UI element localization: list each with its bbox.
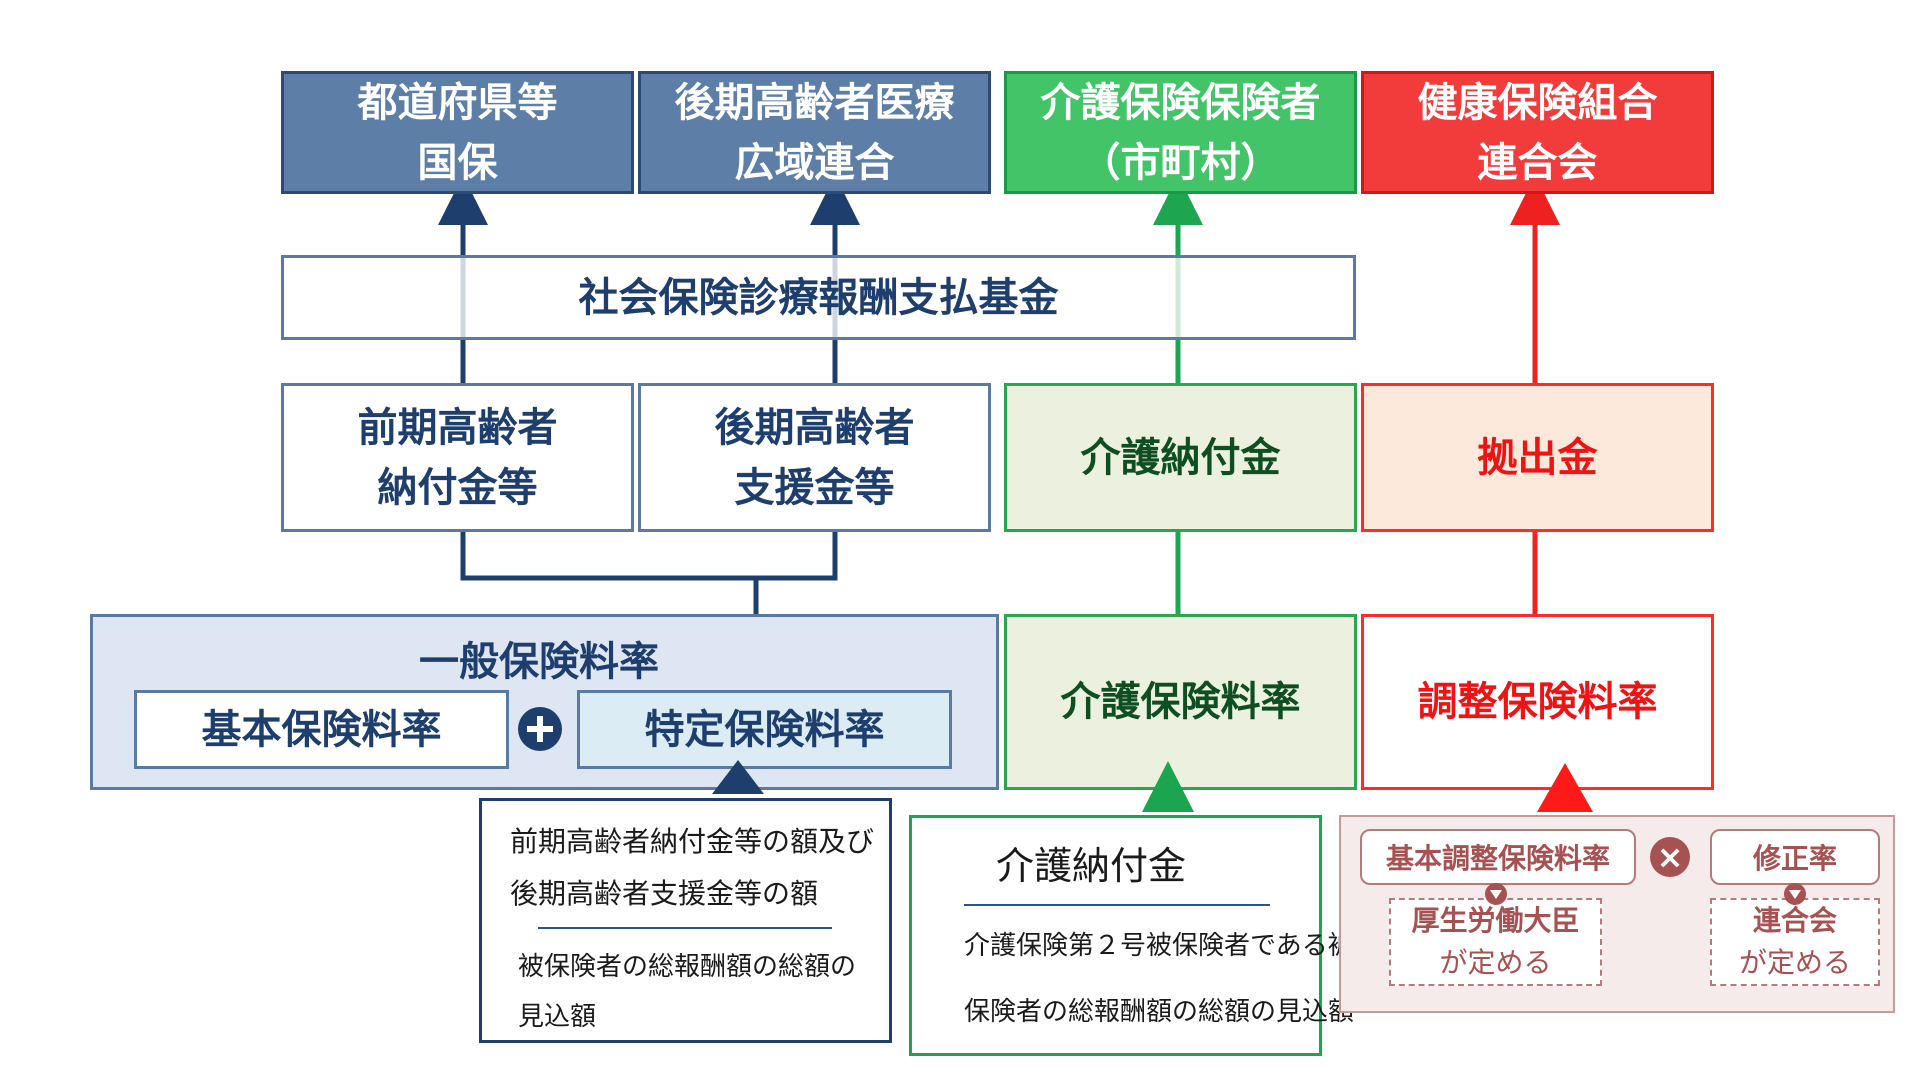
down-arrow-icon bbox=[1784, 883, 1806, 905]
denominator-line: 見込額 bbox=[518, 1002, 597, 1032]
down-arrow-icon bbox=[1485, 883, 1507, 905]
base-adjusted-rate: 基本調整保険料率 bbox=[1360, 829, 1636, 885]
label-line: 都道府県等 bbox=[357, 79, 558, 126]
fund-label: 社会保険診療報酬支払基金 bbox=[578, 274, 1059, 321]
label-line: 介護保険保険者 bbox=[1040, 79, 1321, 126]
box-early-elderly-payment: 前期高齢者 納付金等 bbox=[281, 383, 634, 532]
denominator-line: 保険者の総報酬額の総額の見込額 bbox=[964, 997, 1355, 1027]
general-rate-label: 一般保険料率 bbox=[419, 639, 659, 685]
numerator-line: 前期高齢者納付金等の額及び bbox=[510, 825, 875, 858]
box-payment-fund: 社会保険診療報酬支払基金 bbox=[281, 255, 1356, 340]
box-late-elderly-support: 後期高齢者 支援金等 bbox=[638, 383, 991, 532]
formula-adjusted-rate: 基本調整保険料率 × 修正率 厚生労働大臣 が定める 連合会 が定める bbox=[1339, 815, 1895, 1013]
box-adjusted-rate: 調整保険料率 bbox=[1361, 614, 1714, 790]
box-health-federation: 健康保険組合 連合会 bbox=[1361, 71, 1714, 194]
times-circle-icon: × bbox=[1650, 837, 1690, 877]
base-adjusted-rate-label: 基本調整保険料率 bbox=[1385, 842, 1610, 875]
box-pref-nhi: 都道府県等 国保 bbox=[281, 71, 634, 194]
label-line: 後期高齢者医療 bbox=[674, 79, 955, 126]
base-rate-setter: 厚生労働大臣 が定める bbox=[1389, 898, 1602, 986]
label-line: 広域連合 bbox=[734, 139, 895, 186]
fraction-line bbox=[964, 904, 1270, 906]
box-specific-rate: 特定保険料率 bbox=[577, 690, 952, 769]
adjusted-rate-label: 調整保険料率 bbox=[1417, 679, 1658, 725]
denominator-line: 介護保険第２号被保険者である被 bbox=[964, 931, 1354, 961]
label-line: 納付金等 bbox=[377, 464, 538, 511]
label-line: （市町村） bbox=[1080, 139, 1281, 186]
correction-rate-setter: 連合会 が定める bbox=[1710, 898, 1880, 986]
basic-rate-label: 基本保険料率 bbox=[201, 706, 442, 753]
formula-specific-rate: 前期高齢者納付金等の額及び 後期高齢者支援金等の額 被保険者の総報酬額の総額の … bbox=[479, 798, 892, 1043]
formula-care-rate: 介護納付金 介護保険第２号被保険者である被 保険者の総報酬額の総額の見込額 bbox=[909, 815, 1354, 1056]
setter-line: が定める bbox=[1439, 946, 1552, 979]
numerator-line: 介護納付金 bbox=[996, 844, 1187, 888]
plus-circle-icon bbox=[518, 707, 562, 751]
fraction-line bbox=[538, 927, 832, 929]
denominator-line: 被保険者の総報酬額の総額の bbox=[518, 952, 857, 982]
care-payment-label: 介護納付金 bbox=[1080, 434, 1281, 481]
label-line: 後期高齢者 bbox=[714, 404, 915, 451]
bracket-early-late bbox=[460, 532, 838, 581]
box-contribution: 拠出金 bbox=[1361, 383, 1714, 532]
setter-line: が定める bbox=[1738, 946, 1851, 979]
specific-rate-label: 特定保険料率 bbox=[644, 706, 885, 753]
label-line: 国保 bbox=[417, 139, 498, 186]
numerator-line: 後期高齢者支援金等の額 bbox=[510, 877, 819, 910]
contribution-label: 拠出金 bbox=[1477, 434, 1598, 481]
box-basic-rate: 基本保険料率 bbox=[134, 690, 509, 769]
label-line: 支援金等 bbox=[734, 464, 895, 511]
box-care-insurer: 介護保険保険者 （市町村） bbox=[1004, 71, 1357, 194]
box-care-payment: 介護納付金 bbox=[1004, 383, 1357, 532]
label-line: 連合会 bbox=[1477, 139, 1598, 186]
label-line: 前期高齢者 bbox=[357, 404, 558, 451]
box-care-rate: 介護保険料率 bbox=[1004, 614, 1357, 790]
correction-rate-label: 修正率 bbox=[1752, 842, 1837, 875]
label-line: 健康保険組合 bbox=[1417, 79, 1658, 126]
correction-rate: 修正率 bbox=[1710, 829, 1880, 885]
care-rate-label: 介護保険料率 bbox=[1060, 679, 1301, 725]
setter-line: 厚生労働大臣 bbox=[1411, 904, 1580, 937]
box-late-elderly-union: 後期高齢者医療 広域連合 bbox=[638, 71, 991, 194]
setter-line: 連合会 bbox=[1752, 904, 1837, 937]
